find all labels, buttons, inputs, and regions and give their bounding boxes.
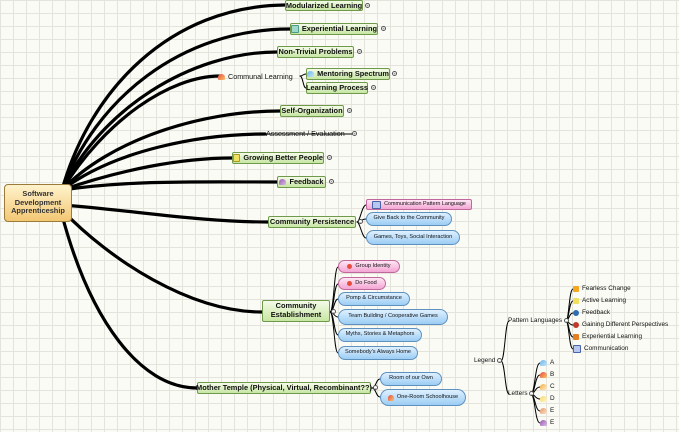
node-modularized-learning[interactable]: Modularized Learning (285, 0, 363, 11)
collapse-toggle-pattern-languages[interactable]: - (564, 318, 569, 323)
active-learning-icon (573, 298, 579, 304)
letter-a-icon (540, 360, 547, 366)
node-somebodys-always-home[interactable]: Somebody's Always Home (338, 346, 418, 360)
node-assessment-evaluation[interactable]: Assessment / Evaluation (266, 129, 345, 139)
node-pomp-circumstance[interactable]: Pomp & Circumstance (338, 292, 410, 306)
gaining-perspectives-icon (573, 322, 579, 328)
collapse-toggle-experiential[interactable]: + (381, 26, 386, 31)
letter-e-icon (540, 408, 547, 414)
legend-item-communication[interactable]: Communication (573, 344, 643, 354)
collapse-toggle-non-trivial[interactable]: + (357, 49, 362, 54)
legend-pattern-languages[interactable]: Pattern Languages (508, 316, 563, 324)
legend-item-active-learning[interactable]: Active Learning (573, 296, 653, 306)
legend-item-gaining-perspectives[interactable]: Gaining Different Perspectives (573, 320, 677, 330)
communication-icon (372, 200, 382, 209)
node-learning-process[interactable]: Learning Process (305, 82, 369, 94)
collapse-toggle-learning-process[interactable]: + (371, 85, 376, 90)
node-mother-temple[interactable]: Mother Temple (Physical, Virtual, Recomb… (196, 382, 372, 394)
group-identity-icon (347, 264, 353, 269)
legend-title[interactable]: Legend (474, 356, 496, 364)
node-community-establishment[interactable]: Community Establishment (262, 300, 330, 322)
node-growing-better-people[interactable]: Growing Better People (232, 152, 324, 164)
experiential-legend-icon (573, 334, 579, 340)
legend-letters[interactable]: Letters (508, 389, 528, 397)
root-line-1: Software (22, 188, 54, 198)
node-team-building[interactable]: Team Building / Cooperative Games (338, 309, 448, 325)
mentoring-spectrum-icon (307, 71, 315, 77)
node-give-back[interactable]: Give Back to the Community (366, 212, 452, 226)
node-community-persistence[interactable]: Community Persistence (268, 216, 356, 228)
legend-item-feedback[interactable]: Feedback (573, 308, 653, 318)
collapse-toggle-community-persistence[interactable]: - (358, 219, 363, 224)
collapse-toggle-self-org[interactable]: + (347, 108, 352, 113)
letter-b-icon (540, 372, 547, 378)
node-one-room-schoolhouse[interactable]: One-Room Schoolhouse (380, 389, 466, 406)
collapse-toggle-mother-temple[interactable]: - (373, 385, 378, 390)
node-communal-learning[interactable]: Communal Learning (218, 71, 302, 82)
growing-better-people-icon (233, 154, 241, 162)
legend-letter-e[interactable]: E (540, 406, 560, 416)
feedback-icon (279, 179, 287, 185)
collapse-toggle-letters[interactable]: - (529, 391, 534, 396)
root-node[interactable]: Software Development Apprenticeship (4, 184, 72, 222)
legend-item-experiential-learning[interactable]: Experiential Learning (573, 332, 657, 342)
collapse-toggle-assessment[interactable]: + (352, 131, 357, 136)
node-experiential-learning[interactable]: Experiential Learning (290, 23, 378, 35)
do-food-icon (347, 281, 353, 286)
legend-letter-b[interactable]: B (540, 370, 560, 380)
communal-learning-icon (218, 73, 225, 80)
letter-c-icon (540, 384, 547, 390)
node-room-of-our-own[interactable]: Room of our Own (380, 372, 442, 386)
root-line-3: Apprenticeship (11, 206, 65, 216)
node-mentoring-spectrum[interactable]: Mentoring Spectrum (306, 68, 390, 80)
node-myths-stories[interactable]: Myths, Stories & Metaphors (338, 328, 422, 342)
collapse-toggle-mentoring[interactable]: + (392, 71, 397, 76)
legend-letter-a[interactable]: A (540, 358, 560, 368)
collapse-toggle-legend[interactable]: - (497, 358, 502, 363)
collapse-toggle-modularized[interactable]: + (365, 3, 370, 8)
node-non-trivial-problems[interactable]: Non-Trivial Problems (277, 46, 354, 58)
node-games-toys[interactable]: Games, Toys, Social Interaction (366, 230, 460, 245)
fearless-change-icon (573, 286, 579, 292)
node-group-identity[interactable]: Group Identity (338, 260, 400, 273)
legend-item-fearless-change[interactable]: Fearless Change (573, 284, 653, 294)
legend-letter-e-2[interactable]: E (540, 418, 560, 428)
node-communication-pattern-language[interactable]: Communication Pattern Language (366, 199, 472, 210)
legend-letter-d[interactable]: D (540, 394, 560, 404)
letter-e-2-icon (540, 420, 547, 426)
communication-legend-icon (573, 345, 581, 353)
node-do-food[interactable]: Do Food (338, 277, 386, 290)
collapse-toggle-growing[interactable]: + (327, 155, 332, 160)
feedback-legend-icon (573, 310, 579, 316)
experiential-learning-icon (291, 25, 299, 33)
collapse-toggle-feedback[interactable]: + (329, 179, 334, 184)
node-feedback[interactable]: Feedback (277, 176, 326, 188)
collapse-toggle-community-establishment[interactable]: - (331, 309, 336, 314)
legend-letter-c[interactable]: C (540, 382, 560, 392)
one-room-schoolhouse-icon (387, 394, 394, 401)
root-line-2: Development (14, 197, 62, 207)
letter-d-icon (540, 396, 547, 402)
node-self-organization[interactable]: Self-Organization (280, 105, 344, 117)
